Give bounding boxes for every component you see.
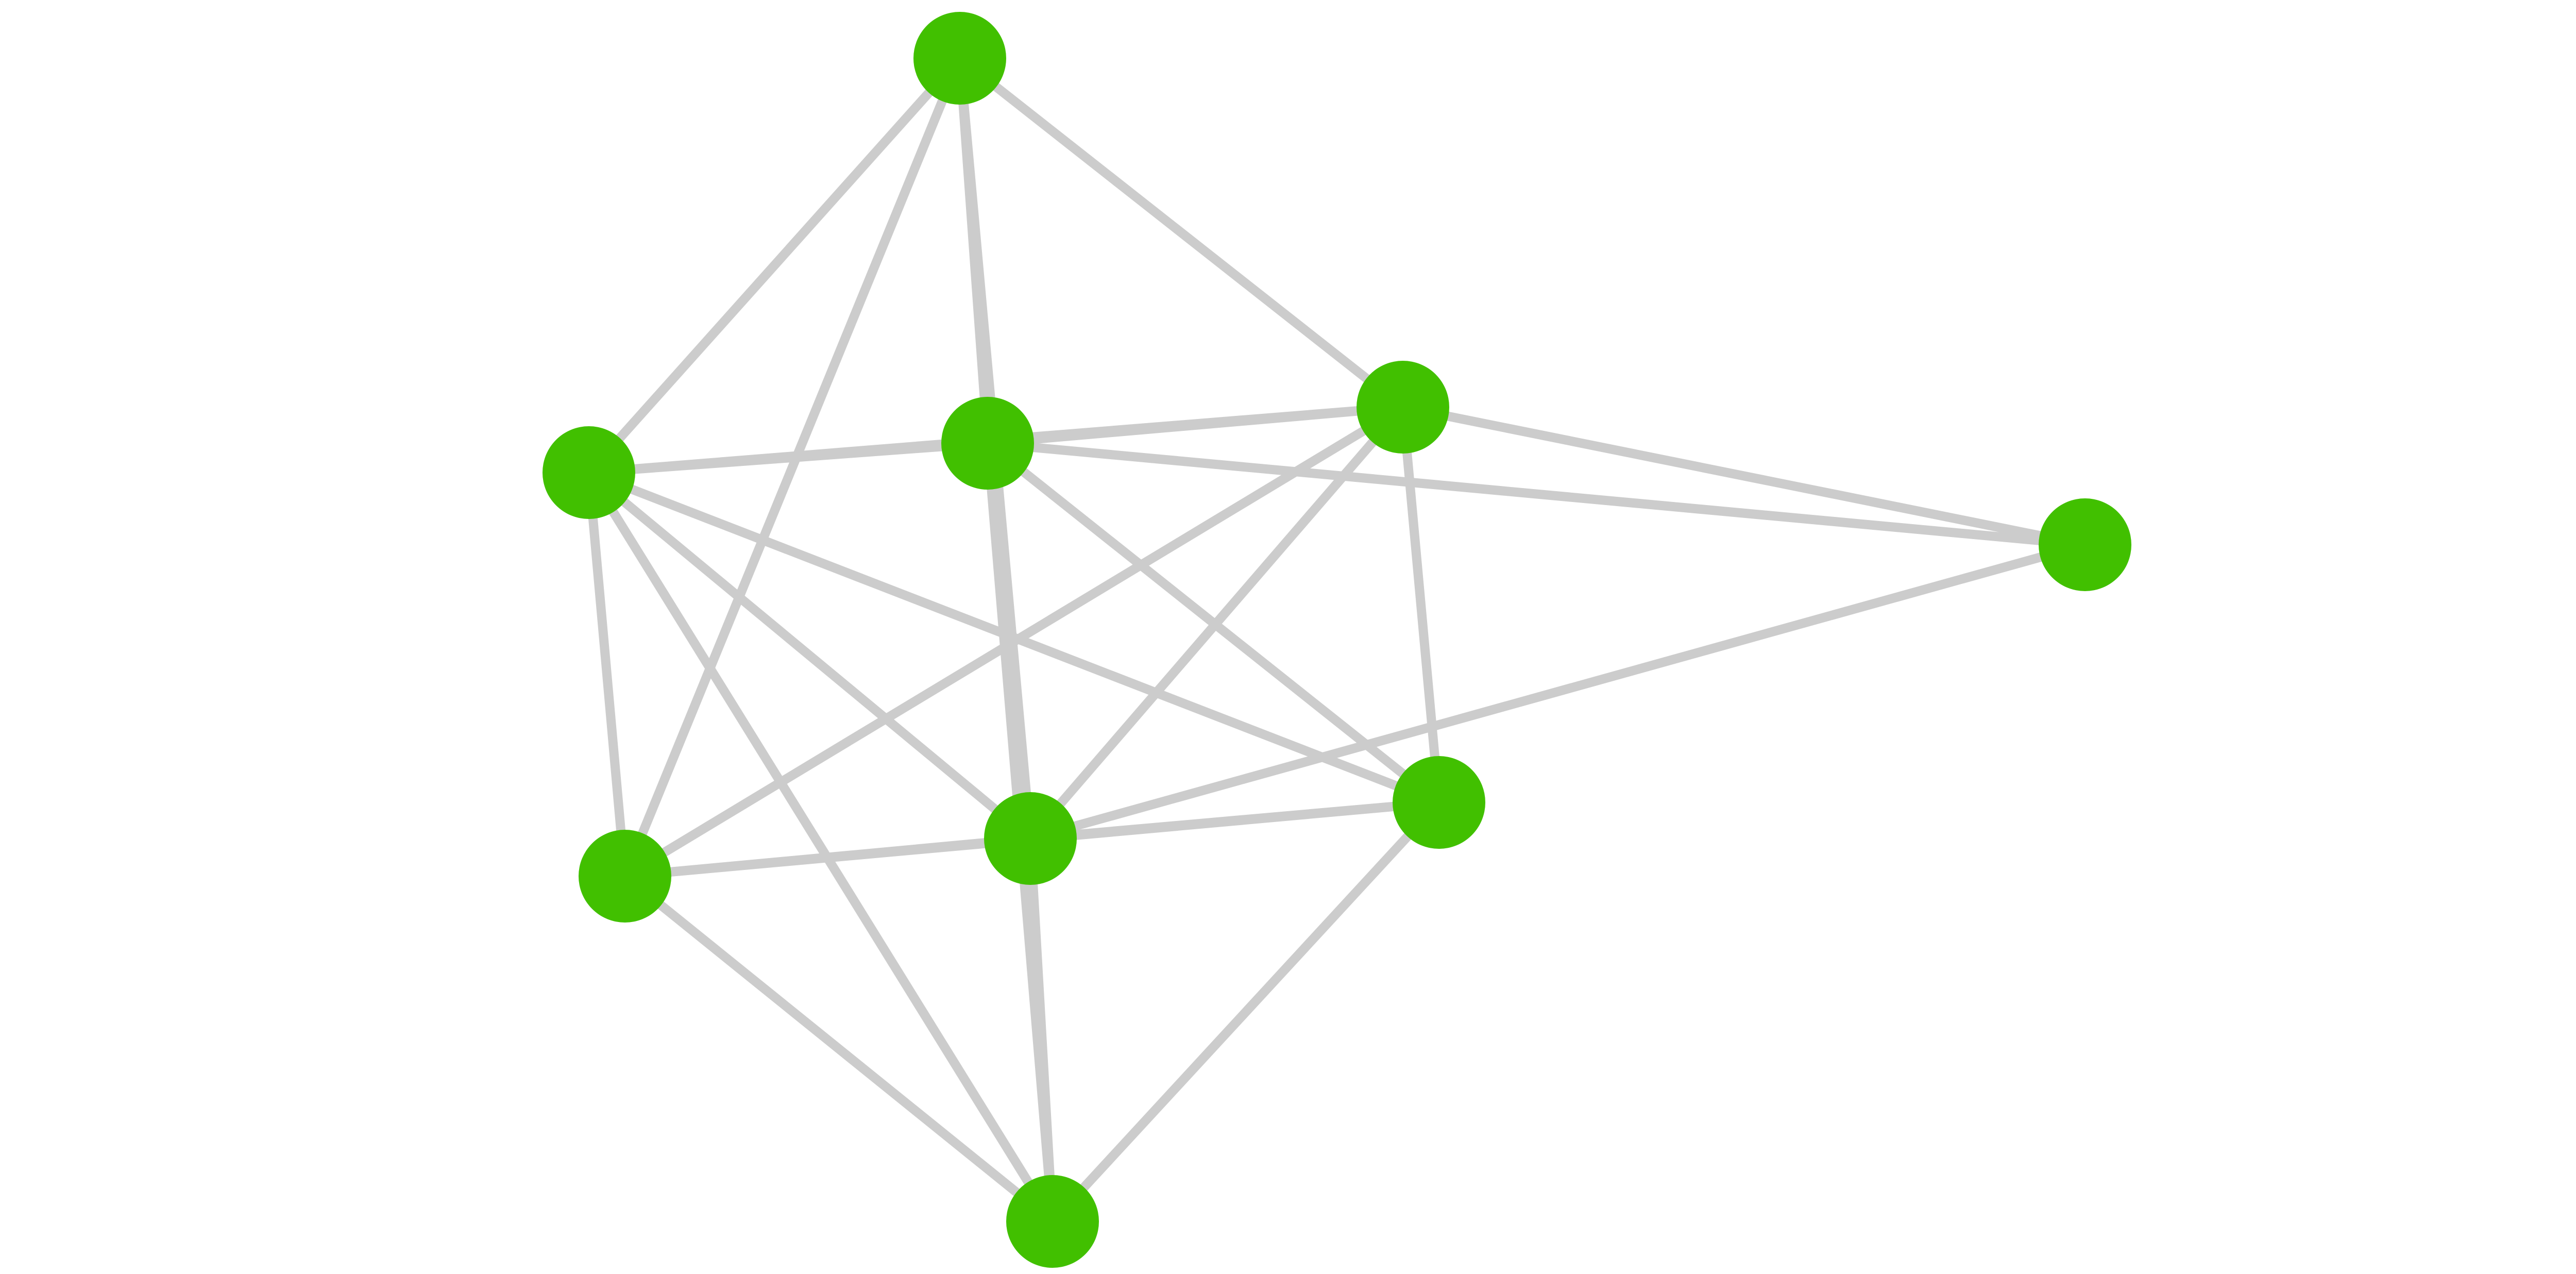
- edge-layer: [584, 54, 2090, 1226]
- edge-n7-n8: [1026, 798, 1444, 843]
- edge-n1-n6: [620, 54, 964, 881]
- graph-node-n1: [913, 12, 1006, 105]
- graph-node-n9: [1006, 1175, 1099, 1268]
- edge-n3-n4: [983, 403, 1408, 448]
- edge-n7-n9: [1026, 834, 1057, 1226]
- edge-n4-n5: [1398, 403, 2090, 549]
- edge-n1-n4: [955, 54, 1408, 412]
- edge-n1-n2: [584, 54, 964, 477]
- edge-n4-n6: [620, 403, 1408, 881]
- edge-n4-n8: [1398, 403, 1444, 807]
- graph-node-n7: [984, 792, 1077, 885]
- graph-node-n2: [543, 426, 635, 519]
- graph-node-n8: [1393, 756, 1485, 849]
- edge-n3-n5: [983, 439, 2090, 549]
- edge-n4-n7: [1026, 403, 1408, 843]
- edge-n2-n6: [584, 468, 630, 881]
- edge-n6-n9: [620, 871, 1057, 1226]
- edge-n2-n9: [584, 468, 1057, 1226]
- graph-node-n6: [579, 830, 671, 923]
- node-layer: [543, 12, 2131, 1268]
- graph-node-n3: [941, 397, 1034, 490]
- edge-n5-n7: [1026, 540, 2090, 843]
- graph-node-n5: [2039, 498, 2131, 591]
- graph-node-n4: [1357, 361, 1449, 454]
- edge-n2-n7: [584, 468, 1035, 843]
- edge-n8-n9: [1048, 798, 1444, 1226]
